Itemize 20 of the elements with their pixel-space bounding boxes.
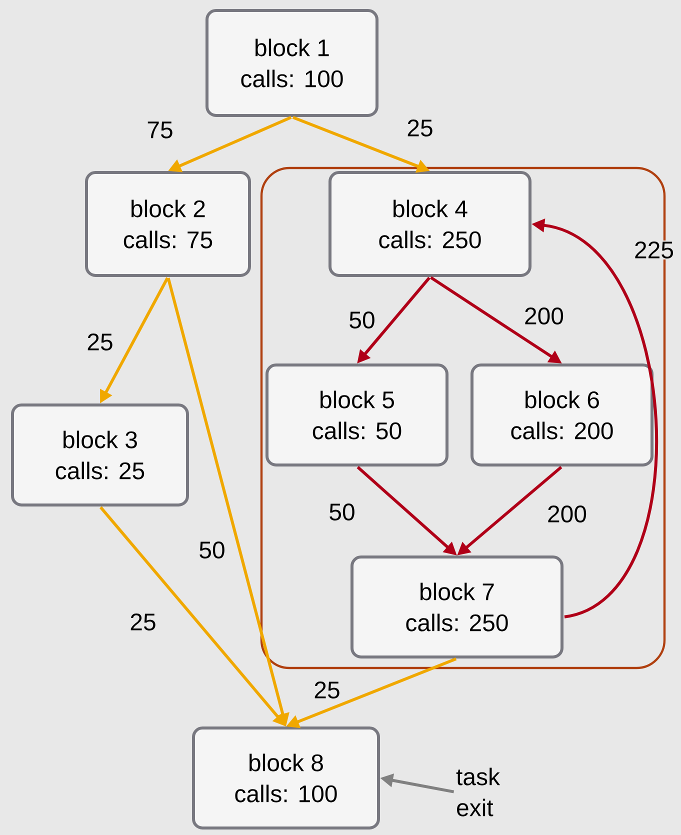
edge-label: 25 — [312, 680, 342, 700]
block-box: block 3 calls: 25 — [11, 404, 189, 506]
block-box: block 6 calls: 200 — [470, 364, 654, 466]
edge-label: 25 — [406, 118, 434, 138]
block-box: block 7 calls: 250 — [350, 556, 564, 658]
block-box: block 4 calls: 250 — [328, 171, 532, 277]
edge-label: 75 — [146, 120, 174, 140]
edge-label: 25 — [86, 332, 114, 352]
edge-label: 200 — [546, 504, 588, 524]
block-box: block 1 calls: 100 — [206, 9, 378, 117]
edge-label: 25 — [128, 612, 158, 632]
edge-label: 50 — [328, 502, 356, 522]
block-box: block 2 calls: 75 — [85, 171, 251, 277]
block-box: block 5 calls: 50 — [266, 364, 448, 466]
edge-label: 50 — [198, 540, 226, 560]
block-box: block 8 calls: 100 — [192, 726, 380, 830]
edge-label: 200 — [522, 306, 566, 326]
edge-label: 225 — [632, 240, 676, 260]
note-text: task exit — [456, 768, 500, 816]
edge-label: 50 — [348, 310, 376, 330]
